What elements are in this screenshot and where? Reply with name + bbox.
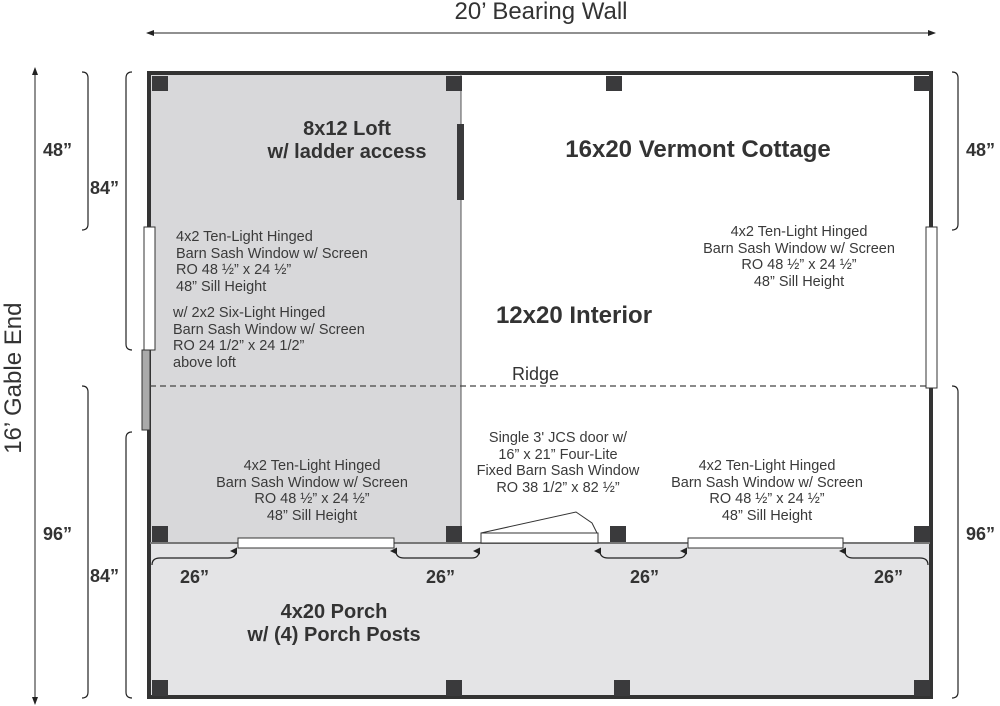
porch-label: 4x20 Porch w/ (4) Porch Posts [247, 601, 420, 647]
note-line: Barn Sash Window w/ Screen [703, 240, 895, 257]
note-line: Barn Sash Window w/ Screen [671, 474, 863, 491]
loft-label-line2: w/ ladder access [267, 141, 427, 163]
note-line: RO 48 ½” x 24 ½” [709, 491, 825, 508]
note-line: above loft [173, 355, 236, 372]
front-door [480, 511, 599, 544]
porch-label-line1: 4x20 Porch [280, 601, 388, 623]
dim-left-84-lower: 84” [90, 566, 120, 586]
top-dimension-label: 20’ Bearing Wall [454, 0, 628, 25]
note-line: Fixed Barn Sash Window [476, 463, 640, 480]
dim-left-96: 96” [43, 524, 73, 544]
note-line: RO 48 ½” x 24 ½” [254, 491, 370, 508]
ridge-label: Ridge [512, 364, 560, 384]
dim-right-48: 48” [966, 140, 996, 160]
note-line: RO 38 1/2” x 82 ½” [496, 480, 620, 497]
note-line: Barn Sash Window w/ Screen [176, 245, 368, 262]
note-line: Single 3' JCS door w/ [488, 430, 628, 446]
interior-label: 12x20 Interior [495, 302, 653, 329]
note-line: Barn Sash Window w/ Screen [173, 321, 365, 338]
dim-left-48: 48” [43, 140, 73, 160]
dim-right-96: 96” [966, 524, 996, 544]
note-line: 48” Sill Height [753, 274, 845, 291]
left-dimension-label: 16’ Gable End [0, 302, 28, 454]
ladder [457, 124, 464, 200]
page-title: 16x20 Vermont Cottage [565, 136, 831, 163]
note-line: RO 24 1/2” x 24 1/2” [173, 338, 305, 355]
dim-porch-gap-4: 26” [874, 567, 904, 587]
dim-porch-gap-2: 26” [426, 567, 456, 587]
door-note: Single 3' JCS door w/ 16” x 21” Four-Lit… [477, 430, 640, 497]
dim-porch-gap-3: 26” [630, 567, 660, 587]
right-window [925, 226, 938, 389]
note-line: 48” Sill Height [721, 508, 813, 525]
dim-left-84-upper: 84” [90, 178, 120, 198]
note-line: 48” Sill Height [266, 508, 358, 525]
note-line: Barn Sash Window w/ Screen [216, 474, 408, 491]
note-line: 48” Sill Height [176, 279, 267, 296]
left-window [143, 226, 156, 351]
note-line: 4x2 Ten-Light Hinged [176, 229, 313, 245]
note-line: RO 48 ½” x 24 ½” [741, 257, 857, 274]
note-line: w/ 2x2 Six-Light Hinged [173, 305, 326, 321]
note-line: 16” x 21” Four-Lite [498, 446, 618, 463]
left-upper-window-note: w/ 2x2 Six-Light Hinged Barn Sash Window… [173, 305, 365, 372]
right-window-note: 4x2 Ten-Light Hinged Barn Sash Window w/… [703, 224, 895, 291]
loft-label-line1: 8x12 Loft [303, 118, 391, 140]
front-right-window-note: 4x2 Ten-Light Hinged Barn Sash Window w/… [671, 458, 863, 525]
loft-label: 8x12 Loft w/ ladder access [268, 118, 427, 164]
posts [152, 76, 930, 696]
porch-area [150, 543, 930, 698]
dimension-brackets [81, 71, 959, 699]
porch-label-line2: w/ (4) Porch Posts [247, 624, 421, 646]
front-left-window-note: 4x2 Ten-Light Hinged Barn Sash Window w/… [216, 458, 408, 525]
note-line: 4x2 Ten-Light Hinged [243, 458, 381, 474]
dim-porch-gap-1: 26” [180, 567, 210, 587]
note-line: 4x2 Ten-Light Hinged [698, 458, 836, 474]
note-line: 4x2 Ten-Light Hinged [730, 224, 868, 240]
front-right-window [687, 537, 844, 549]
left-window-note: 4x2 Ten-Light Hinged Barn Sash Window w/… [176, 229, 368, 296]
left-gable-window [141, 349, 151, 431]
front-left-window [237, 537, 395, 549]
note-line: RO 48 ½” x 24 ½” [176, 262, 292, 279]
loft-area [150, 74, 461, 543]
